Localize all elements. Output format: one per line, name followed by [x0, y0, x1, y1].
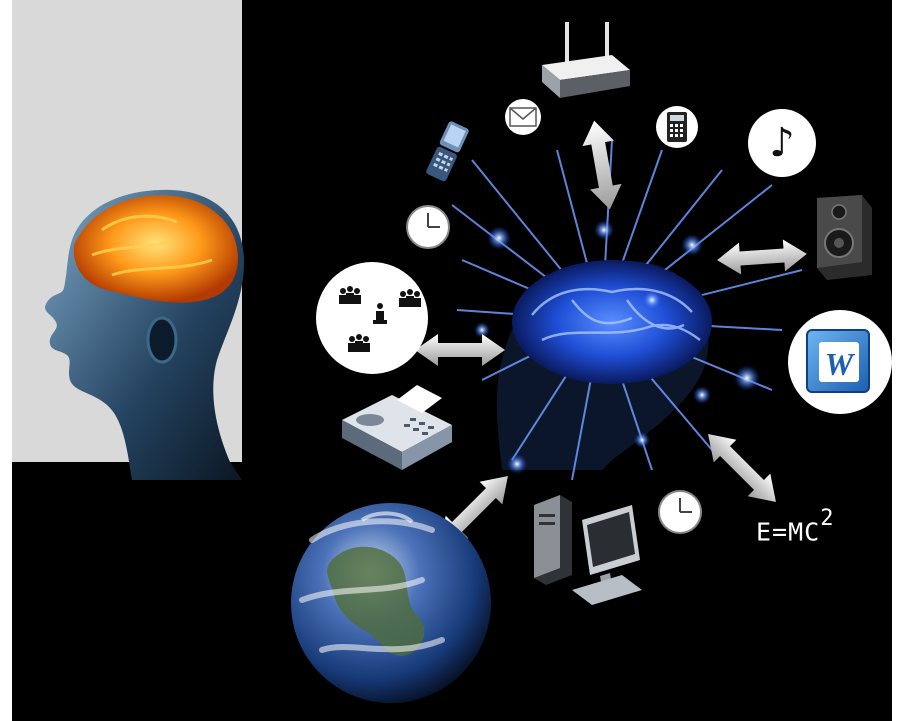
music-note-icon: ♪: [748, 109, 816, 177]
left-frame: [0, 0, 12, 721]
illustration: ♪ W: [12, 0, 892, 721]
formula-label: E=MC2: [756, 506, 834, 547]
formula-base: E=MC: [756, 517, 821, 547]
router-icon: [542, 22, 630, 98]
svg-text:W: W: [825, 346, 856, 382]
formula-exponent: 2: [820, 506, 835, 531]
svg-text:♪: ♪: [769, 120, 795, 166]
clock-icon: [406, 205, 450, 249]
central-brain: [451, 139, 803, 481]
computer-icon: [534, 495, 642, 605]
calculator-icon: [656, 106, 698, 148]
phone-icon: [426, 121, 469, 182]
word-document-icon: W: [788, 310, 892, 414]
speaker-icon: [817, 195, 872, 280]
human-head-left: [45, 189, 244, 480]
earth-globe-icon: [291, 503, 491, 703]
people-network-icon: [316, 262, 428, 374]
mail-icon: [505, 99, 541, 135]
clock-icon-bottom: [658, 490, 702, 534]
fax-machine-icon: [342, 385, 452, 470]
double-arrows: [415, 120, 807, 544]
